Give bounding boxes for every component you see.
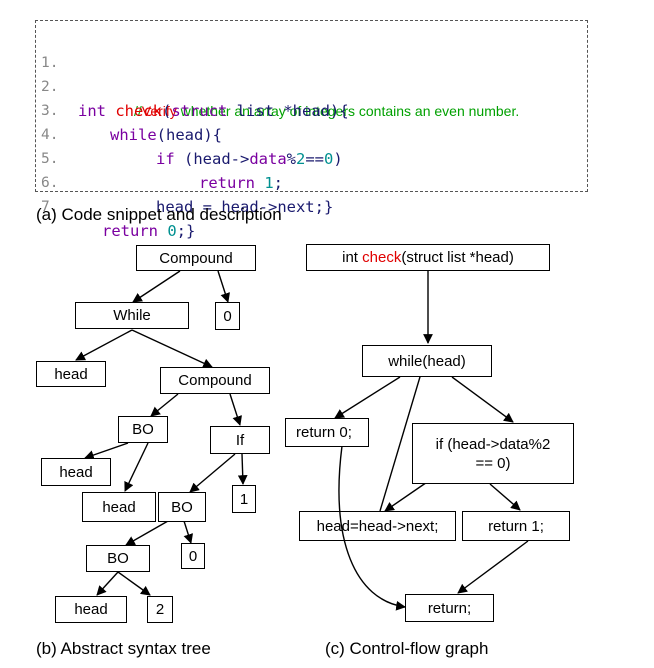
- ast-node-bo: BO: [158, 492, 206, 522]
- keyword-return: return: [199, 174, 265, 192]
- code-number: 0: [324, 150, 334, 168]
- code-number: 2: [296, 150, 306, 168]
- cfg-node-while: while(head): [362, 345, 492, 377]
- code-token: ==: [305, 150, 325, 168]
- ast-node-while: While: [75, 302, 189, 329]
- keyword-struct: struct: [171, 102, 228, 120]
- code-line-1: 1. //Verify whether an array of integers…: [36, 27, 519, 119]
- code-line-7: 7. return 0;}: [36, 171, 195, 240]
- ast-edge: [96, 571, 119, 596]
- code-number: 0: [167, 222, 177, 240]
- line-number: 5.: [41, 151, 59, 167]
- code-snippet-box: 1. //Verify whether an array of integers…: [35, 20, 588, 240]
- caption-ast: (b) Abstract syntax tree: [36, 639, 211, 658]
- code-line-4: 4. if (head->data%2==0): [36, 99, 343, 168]
- keyword-if: if: [156, 150, 175, 168]
- ast-node-bo: BO: [86, 545, 150, 572]
- ast-node-compound: Compound: [160, 367, 270, 394]
- ast-edge: [124, 442, 149, 492]
- code-line-5: 5. return 1;: [36, 123, 283, 192]
- line-number: 3.: [41, 103, 59, 119]
- ast-edge: [189, 453, 236, 493]
- ast-edge: [183, 520, 193, 544]
- ast-edge: [84, 442, 129, 460]
- ast-node-head: head: [36, 361, 106, 387]
- comment-text: whether an array of integers contains an…: [176, 103, 520, 119]
- ast-edge: [125, 520, 169, 546]
- function-name-check: check: [115, 102, 162, 120]
- code-token: head = head->next;}: [156, 198, 334, 216]
- code-number: 1: [264, 174, 274, 192]
- ast-edge: [229, 393, 242, 426]
- keyword-return: return: [102, 222, 168, 240]
- ast-edge: [217, 270, 230, 303]
- keyword-int: int: [78, 102, 116, 120]
- ast-node-head: head: [82, 492, 156, 522]
- comment-verify: Verify: [141, 103, 177, 119]
- ast-node-two: 2: [147, 596, 173, 623]
- cfg-node-return: return;: [405, 594, 494, 622]
- cfg-edge: [489, 483, 521, 511]
- caption-code-snippet: (a) Code snippet and description: [36, 205, 282, 224]
- line-number: 7.: [41, 199, 59, 215]
- cfg-entry-suffix: (struct list *head): [401, 249, 514, 266]
- cfg-if-line2: == 0): [475, 454, 511, 472]
- code-token: (: [162, 102, 172, 120]
- code-token: (head->: [174, 150, 250, 168]
- ast-node-zero: 0: [181, 543, 205, 569]
- comment-prefix: //: [134, 103, 142, 119]
- line-number: 6.: [41, 175, 59, 191]
- code-line-2: 2. int check(struct list *head){: [36, 51, 349, 120]
- ast-node-if: If: [210, 426, 270, 454]
- ast-edge: [117, 571, 151, 596]
- cfg-node-assign: head=head->next;: [299, 511, 456, 541]
- ast-node-bo: BO: [118, 416, 168, 443]
- cfg-node-return0: return 0;: [285, 418, 369, 447]
- ast-edge: [131, 329, 213, 368]
- cfg-if-line1: if (head->data%2: [435, 435, 551, 453]
- code-token: ): [333, 150, 343, 168]
- code-token: %: [286, 150, 296, 168]
- code-token: list *head){: [227, 102, 349, 120]
- code-token: ;}: [176, 222, 196, 240]
- ast-node-head: head: [55, 596, 127, 623]
- cfg-edge: [338, 445, 406, 611]
- ast-edge: [132, 270, 181, 303]
- ast-node-head: head: [41, 458, 111, 486]
- cfg-node-entry: int check(struct list *head): [306, 244, 550, 271]
- ast-edge: [237, 453, 248, 485]
- cfg-edge: [334, 376, 401, 419]
- ast-edge: [150, 393, 179, 417]
- cfg-edge: [451, 376, 514, 423]
- line-number: 2.: [41, 79, 59, 95]
- ast-node-one: 1: [232, 485, 256, 513]
- code-token: ;: [273, 174, 284, 192]
- code-line-3: 3. while(head){: [36, 75, 222, 144]
- caption-cfg: (c) Control-flow graph: [325, 639, 489, 658]
- cfg-node-if: if (head->data%2 == 0): [412, 423, 574, 484]
- line-number: 4.: [41, 127, 59, 143]
- code-line-6: 6. head = head->next;}: [36, 147, 333, 216]
- line-number: 1.: [41, 55, 59, 71]
- cfg-entry-prefix: int: [342, 249, 363, 266]
- ast-edge: [75, 329, 133, 361]
- cfg-entry-check: check: [362, 249, 402, 266]
- keyword-while: while: [110, 126, 157, 144]
- ast-node-zero: 0: [215, 302, 240, 330]
- cfg-node-return1: return 1;: [462, 511, 570, 541]
- ast-node-compound-root: Compound: [136, 245, 256, 271]
- cfg-edge: [457, 540, 529, 594]
- code-token-data: data: [249, 150, 287, 168]
- code-token: (head){: [156, 126, 222, 144]
